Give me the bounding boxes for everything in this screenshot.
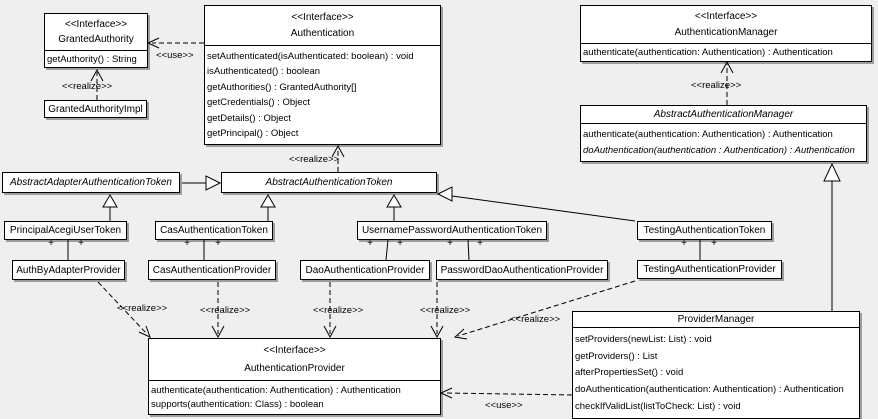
method: checkIfValidList(listToCheck: List) : vo… [575,401,741,413]
class-name: AuthenticationProvider [244,362,345,374]
realize-label: <<realize>> [313,305,364,316]
realize-label: <<realize>> [510,314,561,325]
class-name: GrantedAuthority [58,34,134,46]
class-username-password-authentication-token[interactable]: UsernamePasswordAuthenticationToken [357,221,547,240]
generalization-edge-cas-token [260,194,276,221]
association-end-plus: + [397,238,403,249]
class-abstract-authentication-manager[interactable]: AbstractAuthenticationManager authentica… [580,105,867,162]
methods-compartment: getAuthority() : String [45,51,147,67]
methods-compartment: setProviders(newList: List) : void getPr… [573,328,859,418]
class-header: <<Interface>> AuthenticationProvider [149,339,440,381]
method: getAuthority() : String [47,53,137,65]
class-name: PrincipalAcegiUserToken [9,225,122,236]
class-provider-manager[interactable]: ProviderManager setProviders(newList: Li… [572,311,860,419]
method: afterPropertiesSet() : void [575,367,684,379]
class-name: DaoAuthenticationProvider [305,264,425,276]
class-name: CasAuthenticationToken [160,225,268,236]
association-usernamepassword-passworddao [467,239,470,261]
methods-compartment: authenticate(authentication: Authenticat… [149,381,440,414]
class-granted-authority[interactable]: <<Interface>> GrantedAuthority getAuthor… [44,13,148,68]
class-name: Authentication [290,28,355,40]
association-end-plus: + [78,238,84,249]
method: doAuthentication(authentication: Authent… [575,384,844,396]
method: getDetails() : Object [207,112,291,124]
class-header: <<Interface>> AuthenticationManager [581,6,871,44]
realize-label: <<realize>> [420,305,471,316]
realize-label: <<realize>> [289,154,340,165]
method-abstract: doAuthentication(authentication : Authen… [583,145,855,156]
class-name: AuthByAdapterProvider [16,264,121,276]
class-granted-authority-impl[interactable]: GrantedAuthorityImpl [44,100,147,118]
realize-label: <<realize>> [691,80,742,91]
class-header: AbstractAuthenticationManager [581,106,866,124]
association-end-plus: + [711,238,717,249]
generalization-edge-principal-token [102,194,118,221]
class-name: TestingAuthenticationToken [643,225,766,236]
stereotype-label: <<Interface>> [694,11,758,22]
generalization-edge-testing-token [436,186,636,222]
method: setAuthenticated(isAuthenticated: boolea… [207,50,414,62]
method: getCredentials() : Object [207,97,310,109]
class-abstract-authentication-token[interactable]: AbstractAuthenticationToken [221,172,437,193]
realize-label: <<realize>> [62,81,113,92]
class-cas-authentication-provider[interactable]: CasAuthenticationProvider [148,260,276,280]
class-name: AbstractAdapterAuthenticationToken [10,177,172,188]
class-name: TestingAuthenticationProvider [643,264,776,275]
class-testing-authentication-token[interactable]: TestingAuthenticationToken [637,221,772,240]
class-name: PasswordDaoAuthenticationProvider [440,264,604,276]
class-dao-authentication-provider[interactable]: DaoAuthenticationProvider [300,260,430,280]
stereotype-label: <<Interface>> [64,18,128,30]
method: authenticate(authentication: Authenticat… [583,129,833,140]
class-name: AuthenticationManager [674,27,778,38]
generalization-edge-adapter-token [182,175,222,191]
method: supports(authentication: Class) : boolea… [151,399,324,411]
stereotype-label: <<Interface>> [263,345,326,357]
method: authenticate(authentication: Authenticat… [151,384,401,396]
class-principal-acegi-user-token[interactable]: PrincipalAcegiUserToken [4,221,127,240]
class-header: <<Interface>> GrantedAuthority [45,14,147,51]
realize-label: <<realize>> [200,305,251,316]
class-name: GrantedAuthorityImpl [48,103,143,115]
class-name: ProviderManager [677,314,755,325]
method: setProviders(newList: List) : void [575,333,712,345]
method: getProviders() : List [575,350,658,362]
association-end-plus: + [184,238,190,249]
generalization-edge-usernamepassword-token [386,194,402,221]
method: isAuthenticated() : boolean [207,66,321,78]
generalization-edge-providermanager [823,162,841,311]
use-edge-providermanager-authenticationprovider [439,387,573,399]
class-cas-authentication-token[interactable]: CasAuthenticationToken [155,221,273,240]
association-end-plus: + [215,238,221,249]
association-end-plus: + [681,238,687,249]
method: getPrincipal() : Object [207,128,299,140]
class-header: <<Interface>> Authentication [205,6,440,46]
methods-compartment: authenticate(authentication: Authenticat… [581,124,866,161]
class-password-dao-authentication-provider[interactable]: PasswordDaoAuthenticationProvider [436,260,608,280]
class-name: CasAuthenticationProvider [152,264,272,276]
method: authenticate(authentication: Authenticat… [583,47,833,58]
class-name: AbstractAuthenticationManager [653,109,794,120]
association-end-plus: + [477,238,483,249]
methods-compartment: authenticate(authentication: Authenticat… [581,44,871,61]
class-header: ProviderManager [573,312,859,328]
association-end-plus: + [447,238,453,249]
class-authentication-provider[interactable]: <<Interface>> AuthenticationProvider aut… [148,338,441,415]
association-usernamepassword-dao [385,239,389,261]
method: getAuthorities() : GrantedAuthority[] [207,81,357,93]
class-auth-by-adapter-provider[interactable]: AuthByAdapterProvider [12,260,125,280]
realize-label: <<realize>> [117,303,168,314]
use-label: <<use>> [485,400,523,411]
association-end-plus: + [48,238,54,249]
stereotype-label: <<Interface>> [291,11,354,23]
class-name: UsernamePasswordAuthenticationToken [361,225,543,236]
class-testing-authentication-provider[interactable]: TestingAuthenticationProvider [637,260,782,279]
methods-compartment: setAuthenticated(isAuthenticated: boolea… [205,46,440,144]
class-name: AbstractAuthenticationToken [265,177,393,188]
use-label: <<use>> [156,50,194,61]
association-end-plus: + [367,238,373,249]
class-authentication[interactable]: <<Interface>> Authentication setAuthenti… [204,5,441,145]
class-authentication-manager[interactable]: <<Interface>> AuthenticationManager auth… [580,5,872,62]
class-abstract-adapter-authentication-token[interactable]: AbstractAdapterAuthenticationToken [2,172,180,193]
use-edge-authentication-grantedauthority [146,37,204,49]
